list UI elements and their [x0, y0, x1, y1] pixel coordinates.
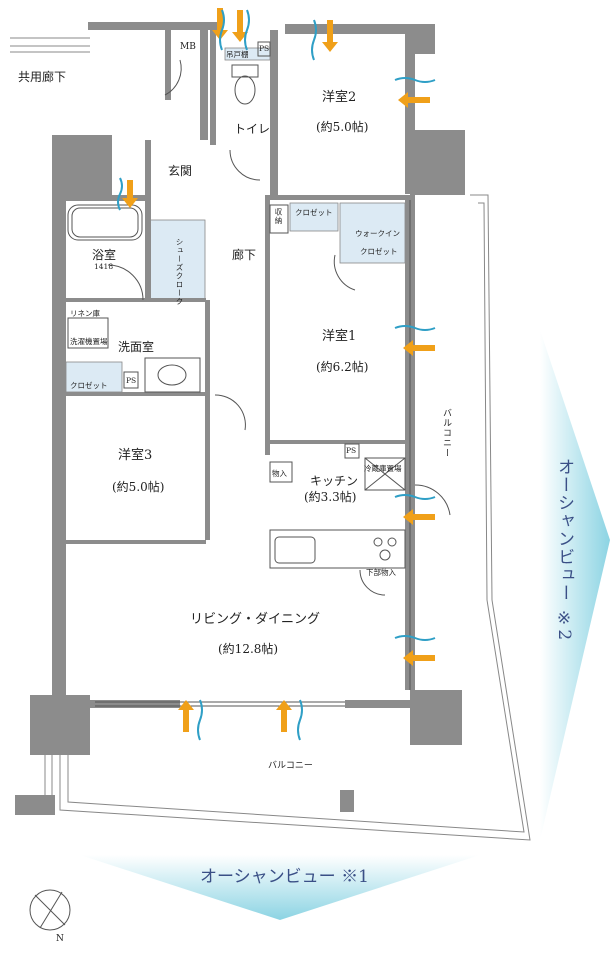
- ocean-view-right-gradient: [540, 330, 610, 840]
- ps-label-washroom: PS: [126, 376, 137, 385]
- room2-size-label: (約5.0帖): [316, 120, 369, 134]
- storage-top-label: 吊戸棚: [226, 50, 249, 59]
- walk-in-closet-label: クロゼット: [360, 247, 398, 256]
- room3-size-label: (約5.0帖): [112, 480, 165, 494]
- under-floor-label: 下部物入: [366, 568, 396, 577]
- north-label: N: [56, 934, 64, 944]
- walk-in-label: ウォークイン: [355, 229, 400, 238]
- ocean-view-bottom-label: オーシャンビュー ※1: [200, 867, 369, 887]
- kitchen-label: キッチン: [310, 474, 359, 488]
- linen-label: リネン庫: [70, 309, 100, 318]
- common-corridor-label: 共用廊下: [18, 70, 67, 84]
- shoes-closet-label: シューズクローク: [175, 238, 184, 306]
- room2-label: 洋室2: [322, 90, 357, 105]
- wind-icons: [117, 9, 436, 741]
- kitchen-size-label: (約3.3帖): [304, 490, 357, 504]
- living-size-label: (約12.8帖): [218, 642, 279, 656]
- ps-label-kitchen: PS: [346, 446, 357, 455]
- corridor-rail: [10, 37, 90, 53]
- ps-label-toilet: PS: [259, 44, 270, 53]
- toilet-label: トイレ: [234, 122, 271, 136]
- balcony-bottom-label: バルコニー: [268, 761, 313, 771]
- balcony-right-label: バルコニー: [441, 408, 451, 458]
- compass: [29, 889, 71, 931]
- item-storage-label: 物入: [272, 469, 287, 478]
- living-label: リビング・ダイニング: [190, 612, 321, 627]
- washroom-label: 洗面室: [118, 340, 155, 354]
- entrance-label: 玄関: [168, 164, 193, 178]
- hallway-label: 廊下: [232, 248, 257, 262]
- arrow-icons: [122, 8, 435, 732]
- ocean-view-right-label: オーシャンビュー ※2: [554, 458, 574, 642]
- bath-size-label: 1418: [94, 262, 114, 271]
- bath-label: 浴室: [92, 248, 117, 262]
- room1-size-label: (約6.2帖): [316, 360, 369, 374]
- fixtures: [67, 41, 451, 707]
- washer-label: 洗濯機置場: [70, 337, 108, 346]
- mb-label: MB: [180, 42, 196, 52]
- washroom-closet-label: クロゼット: [70, 381, 108, 390]
- room1-label: 洋室1: [322, 329, 357, 344]
- room3-label: 洋室3: [118, 448, 153, 463]
- ocean-view-bottom-gradient: [80, 855, 480, 920]
- storage-label: 収納: [274, 208, 283, 225]
- storage-fills: [65, 47, 406, 393]
- room1-closet-label: クロゼット: [295, 208, 333, 217]
- fridge-label: 冷蔵庫置場: [364, 464, 402, 473]
